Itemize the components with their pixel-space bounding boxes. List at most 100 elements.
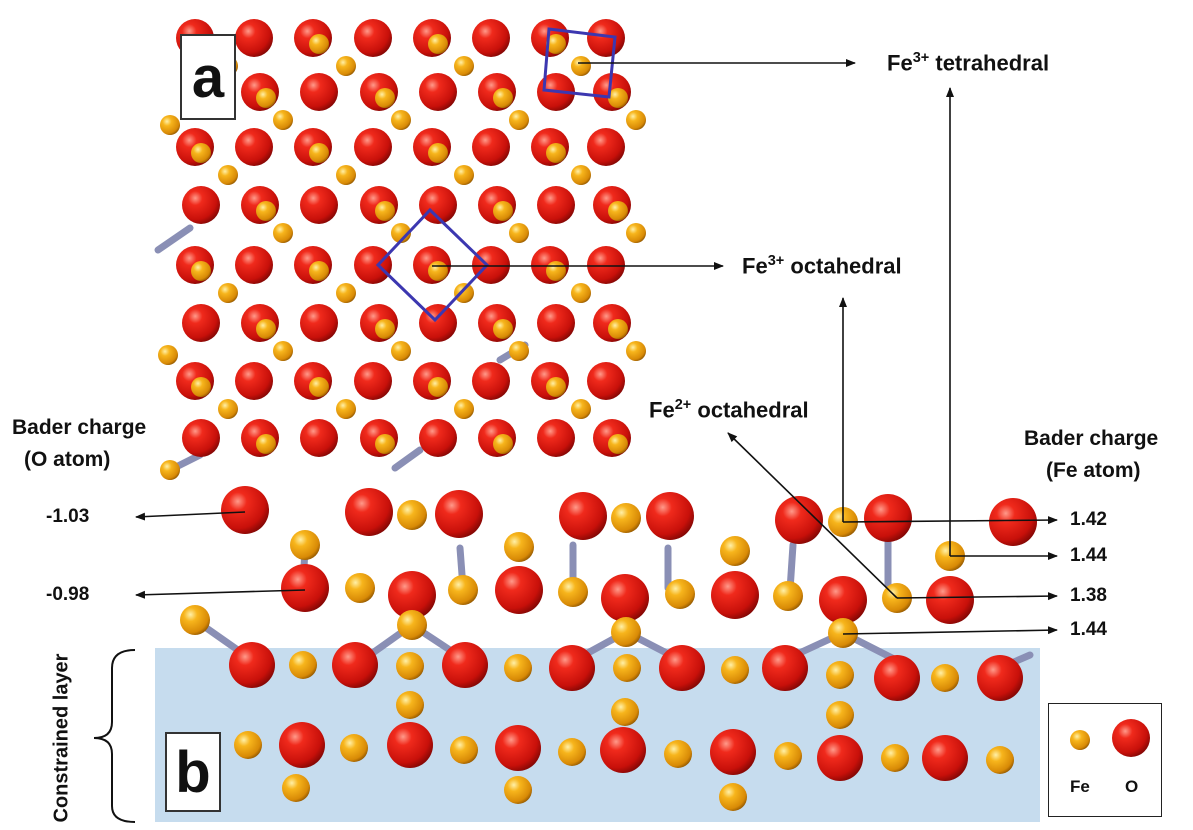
iron-atom	[558, 577, 588, 607]
iron-atom	[493, 319, 513, 339]
arrow-fe-3	[896, 592, 1058, 601]
arrow-fe-4	[842, 626, 1058, 635]
legend-o-label: O	[1125, 777, 1139, 796]
iron-atom	[160, 115, 180, 135]
oxygen-atom	[442, 642, 488, 688]
iron-atom	[826, 661, 854, 689]
iron-atom	[546, 261, 566, 281]
iron-atom	[450, 736, 478, 764]
iron-atom	[289, 651, 317, 679]
oxygen-atom	[345, 488, 393, 536]
label-fe3-tetrahedral: Fe3+ tetrahedral	[887, 50, 1050, 76]
iron-atom	[282, 774, 310, 802]
iron-atom	[774, 742, 802, 770]
iron-atom	[375, 88, 395, 108]
iron-atom	[391, 341, 411, 361]
oxygen-atom	[989, 498, 1037, 546]
iron-atom	[571, 165, 591, 185]
oxygen-atom	[235, 19, 273, 57]
oxygen-atom	[537, 419, 575, 457]
iron-atom	[256, 434, 276, 454]
iron-atom	[345, 573, 375, 603]
iron-atom	[504, 654, 532, 682]
oxygen-atom	[229, 642, 275, 688]
oxygen-atom	[977, 655, 1023, 701]
iron-atom	[428, 261, 448, 281]
iron-atom	[391, 223, 411, 243]
iron-atom	[608, 201, 628, 221]
oxygen-atom	[587, 362, 625, 400]
iron-atom	[608, 88, 628, 108]
arrow-fe-3-diag	[727, 432, 898, 599]
iron-atom	[336, 165, 356, 185]
oxygen-atom	[419, 419, 457, 457]
bader-charge-fe-title: Bader charge (Fe atom)	[1024, 427, 1159, 482]
oxygen-atom	[600, 727, 646, 773]
legend-fe-swatch	[1070, 730, 1090, 750]
oxygen-atom	[559, 492, 607, 540]
legend: Fe O	[1048, 703, 1162, 817]
bader-fe-value: 1.42	[1070, 509, 1107, 530]
iron-atom	[290, 530, 320, 560]
oxygen-atom	[354, 19, 392, 57]
octahedral-site-outline	[375, 207, 490, 323]
iron-atom	[336, 283, 356, 303]
iron-atom	[546, 377, 566, 397]
oxygen-atom	[300, 73, 338, 111]
iron-atom	[546, 34, 566, 54]
iron-atom	[218, 283, 238, 303]
oxygen-atom	[472, 362, 510, 400]
oxygen-atom	[659, 645, 705, 691]
bader-fe-value: 1.38	[1070, 585, 1107, 606]
oxygen-atom	[435, 490, 483, 538]
legend-fe-label: Fe	[1070, 777, 1090, 796]
iron-atom	[509, 110, 529, 130]
oxygen-atom	[354, 128, 392, 166]
oxygen-atom	[419, 73, 457, 111]
oxygen-atom	[221, 486, 269, 534]
iron-atom	[608, 319, 628, 339]
iron-atom	[180, 605, 210, 635]
iron-atom	[664, 740, 692, 768]
oxygen-atom	[300, 419, 338, 457]
oxygen-atom	[235, 246, 273, 284]
iron-atom	[931, 664, 959, 692]
iron-atom	[571, 56, 591, 76]
oxygen-atom	[587, 128, 625, 166]
oxygen-atom	[537, 186, 575, 224]
oxygen-atom	[864, 494, 912, 542]
oxygen-atom	[300, 304, 338, 342]
oxygen-atom	[495, 566, 543, 614]
iron-atom	[665, 579, 695, 609]
oxygen-atom	[235, 128, 273, 166]
panel-b-label: b	[165, 732, 221, 812]
oxygen-atom	[281, 564, 329, 612]
iron-atom	[158, 345, 178, 365]
iron-atom	[493, 88, 513, 108]
oxygen-atom	[549, 645, 595, 691]
iron-atom	[256, 201, 276, 221]
iron-atom	[256, 88, 276, 108]
oxygen-atom	[646, 492, 694, 540]
iron-atom	[273, 223, 293, 243]
oxygen-atom	[388, 571, 436, 619]
tetrahedral-site-outline	[542, 27, 617, 99]
iron-atom	[160, 460, 180, 480]
iron-atom	[397, 610, 427, 640]
iron-atom	[828, 618, 858, 648]
oxygen-atom	[332, 642, 378, 688]
iron-atom	[509, 341, 529, 361]
iron-atom	[340, 734, 368, 762]
bader-o-value: -1.03	[46, 506, 90, 527]
iron-atom	[611, 698, 639, 726]
legend-o-swatch	[1112, 719, 1150, 757]
oxygen-atom	[472, 246, 510, 284]
bader-charge-o-title: Bader charge (O atom)	[12, 416, 147, 471]
oxygen-atom	[182, 304, 220, 342]
iron-atom	[558, 738, 586, 766]
iron-atom	[309, 261, 329, 281]
iron-atom	[454, 165, 474, 185]
iron-atom	[256, 319, 276, 339]
iron-atom	[191, 143, 211, 163]
